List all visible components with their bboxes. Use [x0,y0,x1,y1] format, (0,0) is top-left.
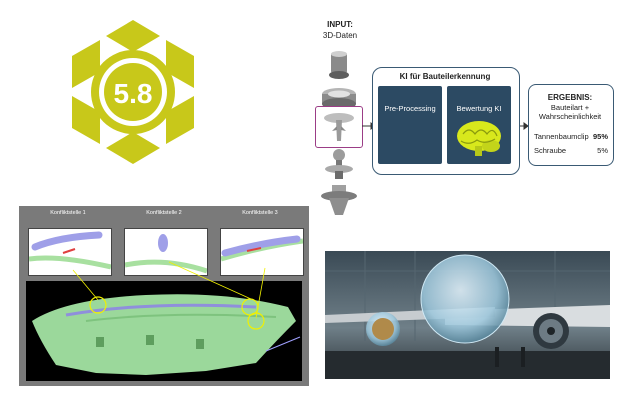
version-logo: 5.8 [72,20,194,164]
brain-icon [457,121,501,156]
conflict-label-3: Konfliktstelle 3 [242,210,278,216]
preprocessing-box [378,86,442,164]
ergebnis-title: ERGEBNIS: [547,93,593,102]
result-label-1: Tannenbaumclip [534,132,589,141]
ergebnis-subtitle-2: Wahrscheinlichkeit [538,112,602,121]
conflict-leader-lines [72,261,266,319]
conflict-thumbnail-1[interactable] [28,228,112,276]
part-thumbnail-5[interactable] [318,182,360,220]
input-title: INPUT: [327,20,353,29]
conflict-thumbnail-2[interactable] [124,228,208,276]
conflict-label-1: Konfliktstelle 1 [50,210,86,216]
preprocessing-label: Pre-Processing [384,104,436,113]
input-subtitle: 3D-Daten [322,31,358,40]
dashboard-3d-model[interactable] [26,281,302,381]
part-thumbnail-1[interactable] [318,46,360,84]
hangar-aircraft-image [325,251,610,379]
result-value-2: 5% [597,146,608,155]
conflict-label-2: Konfliktstelle 2 [146,210,182,216]
result-value-1: 95% [592,132,608,141]
part-thumbnail-3-selected[interactable] [318,108,360,146]
part-thumbnail-4[interactable] [318,146,360,184]
bewertung-label: Bewertung KI [456,104,502,113]
ergebnis-subtitle-1: Bauteilart + [550,103,590,112]
conflict-thumbnail-3[interactable] [220,228,304,276]
result-label-2: Schraube [534,146,567,155]
ki-title: KI für Bauteilerkennung [399,72,491,81]
version-number: 5.8 [114,78,153,109]
ergebnis-box [528,84,614,166]
